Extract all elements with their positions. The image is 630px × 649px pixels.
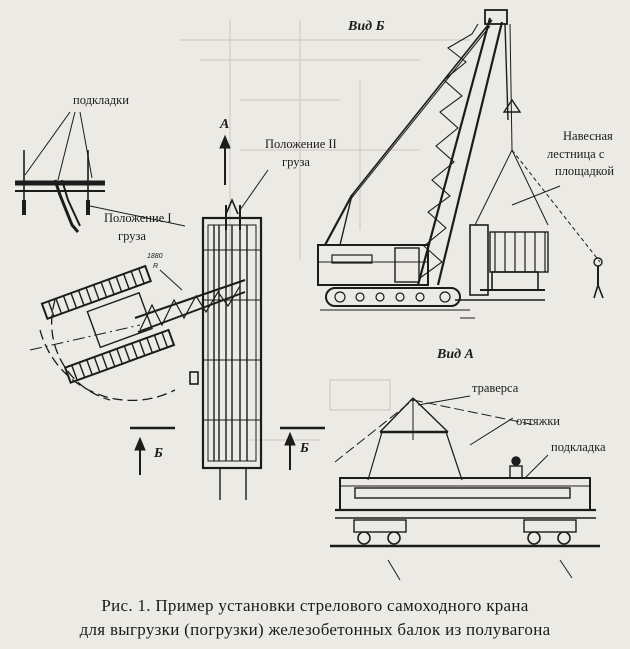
label-position1-line1: Положение I (104, 211, 172, 225)
label-ottyazhki: оттяжки (516, 414, 560, 428)
arrow-b-left (134, 436, 146, 475)
supports-plan (15, 111, 186, 233)
dimension-radius: R (153, 263, 158, 270)
label-position2-line2: груза (282, 155, 310, 169)
label-traversa: траверса (472, 381, 519, 395)
dimension-1880: 1880 (147, 253, 163, 260)
wagon-plan (130, 169, 325, 500)
label-position1-line2: груза (118, 229, 146, 243)
label-position2-line1: Положение II (265, 137, 337, 151)
label-podkladki: подкладки (73, 93, 129, 107)
technical-drawing: подкладки Положение I груза (15, 9, 614, 581)
label-view-b: Вид Б (347, 19, 385, 34)
label-arrow-a: А (219, 117, 229, 132)
label-ladder-line3: площадкой (555, 164, 614, 178)
crane-plan (29, 264, 246, 401)
label-ladder-line2: лестница с (547, 147, 605, 161)
wagon-elevation (330, 395, 600, 581)
caption-line-2: для выгрузки (погрузки) железобетонных б… (79, 620, 551, 639)
label-ladder-line1: Навесная (563, 129, 613, 143)
arrow-b-right (284, 431, 296, 470)
label-podkladka: подкладка (551, 440, 606, 454)
label-arrow-b-left: Б (153, 446, 163, 461)
label-arrow-b-right: Б (299, 441, 309, 456)
crane-elevation (317, 9, 604, 319)
caption-line-1: Рис. 1. Пример установки стрелового само… (101, 596, 529, 615)
background-ghost (180, 20, 470, 441)
arrow-a (219, 134, 231, 185)
label-view-a: Вид А (436, 347, 474, 362)
